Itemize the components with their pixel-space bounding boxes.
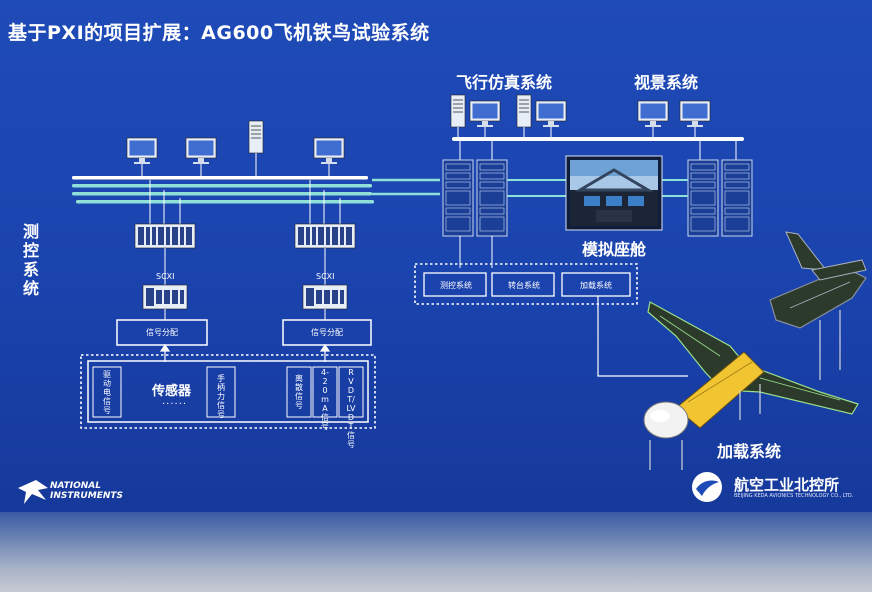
- slide-title: 基于PXI的项目扩展：AG600飞机铁鸟试验系统: [8, 22, 430, 44]
- signal-split-box-1: [116, 319, 208, 346]
- flight-sim-label: 飞行仿真系统: [456, 73, 553, 92]
- presentation-slide: [0, 0, 872, 520]
- avic-company-subtitle: BEIJING KEDA AVIONICS TECHNOLOGY CO., LT…: [734, 493, 854, 499]
- scxi-label-2: SCXI: [316, 272, 335, 281]
- cockpit-image: [565, 155, 663, 231]
- left-workstations: [126, 120, 345, 165]
- flight-sim-racks: [442, 159, 508, 237]
- sensor-label: 传感器: [152, 384, 192, 399]
- signal-split-box-2: [282, 319, 372, 346]
- pxi-chassis-2: [294, 223, 356, 249]
- top-workstation-links: [457, 127, 696, 138]
- avic-emblem-icon: [692, 472, 722, 502]
- ni-logo-line2: INSTRUMENTS: [50, 491, 123, 501]
- ni-eagle-icon: [18, 480, 48, 504]
- visual-racks: [687, 159, 753, 237]
- loading-system-label: 加载系统: [717, 442, 782, 461]
- sensor-cells: [92, 366, 364, 418]
- scxi-chassis-2: [302, 284, 348, 310]
- left-network-bus: [72, 176, 374, 204]
- sensor-item-discrete: 离散信号: [295, 374, 303, 410]
- ni-logo-text: NATIONAL INSTRUMENTS: [50, 481, 123, 501]
- visual-workstations: [637, 100, 711, 128]
- bus-interconnect: [372, 178, 440, 196]
- avic-company-name: 航空工业北控所: [734, 476, 840, 494]
- rack-to-cockpit-links: [507, 179, 688, 197]
- rack-to-subsystem-links: [459, 236, 493, 268]
- sensor-item-drive: 驱动电信号: [103, 370, 111, 415]
- subsystem-turntable: 转台系统: [508, 281, 540, 290]
- scxi-label-1: SCXI: [156, 272, 175, 281]
- cockpit-label: 模拟座舱: [582, 240, 647, 259]
- scxi-chassis-1: [142, 284, 188, 310]
- sensor-arrows: [159, 343, 331, 362]
- measure-control-label: 测控系统: [22, 222, 39, 298]
- signal-split-label-1: 信号分配: [146, 328, 178, 337]
- system-diagram: [72, 94, 867, 470]
- top-bus-drops: [459, 141, 737, 160]
- ni-logo-line1: NATIONAL: [50, 481, 102, 491]
- flight-sim-workstations: [450, 94, 567, 128]
- left-bus-drops: [149, 180, 341, 224]
- signal-links: [164, 309, 326, 320]
- aircraft-test-rig: [643, 231, 867, 470]
- stage-floor: [0, 512, 872, 592]
- pxi-chassis-1: [134, 223, 196, 249]
- sensor-item-current: 4-20mA信号: [321, 368, 329, 431]
- subsystem-measure: 测控系统: [440, 281, 472, 290]
- left-workstation-links: [141, 153, 330, 177]
- signal-split-label-2: 信号分配: [311, 328, 343, 337]
- scxi-links: [164, 248, 326, 285]
- sensor-frame: [80, 354, 376, 429]
- subsystem-frame: [414, 263, 638, 305]
- loading-link: [597, 296, 688, 377]
- visual-system-label: 视景系统: [634, 73, 699, 92]
- sensor-item-handle-force: 手柄力信号: [217, 374, 225, 419]
- subsystem-loading: 加载系统: [580, 281, 612, 290]
- sensor-item-rvdt: RVDT/LVDT信号: [346, 368, 356, 449]
- top-network-bus: [452, 137, 744, 141]
- sensor-ellipsis: ......: [162, 396, 188, 407]
